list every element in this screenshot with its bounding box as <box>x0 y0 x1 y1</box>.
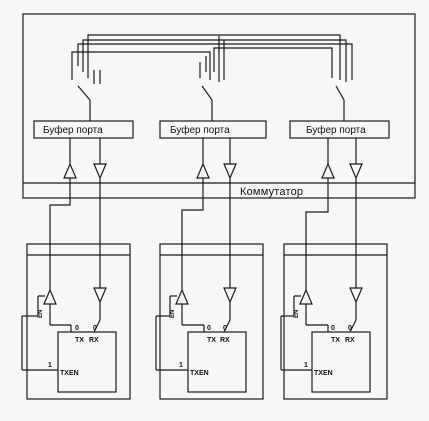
station3-rx-driver <box>349 287 363 304</box>
port3-rx-in-driver <box>321 162 335 179</box>
station3-en-label: EN <box>294 310 300 318</box>
station2-txen-label: TXEN <box>190 370 209 377</box>
station3-rx-zero: 0 <box>348 325 352 332</box>
station2-en-label: EN <box>170 310 176 318</box>
port3-tx-out-driver <box>349 163 363 180</box>
port2-rx-in-driver <box>196 162 210 179</box>
station2-mac-block <box>187 331 247 393</box>
station1-rx-label: RX <box>89 337 99 344</box>
station3-rx-label: RX <box>345 337 355 344</box>
station2-tx-driver <box>175 288 189 305</box>
station1-rx-driver <box>93 287 107 304</box>
station1-mac-block <box>57 331 117 393</box>
station1-txen-label: TXEN <box>60 370 79 377</box>
station1-tx-label: TX <box>75 337 84 344</box>
port1-tx-out-driver <box>93 163 107 180</box>
port1-drivers <box>63 138 107 180</box>
station2-rx-zero: 0 <box>223 325 227 332</box>
port-buffer-2-label: Буфер порта <box>170 124 230 136</box>
port1-switch-contacts <box>71 58 101 121</box>
station2-tx-zero: 0 <box>207 325 211 332</box>
port-buffer-1-label: Буфер порта <box>43 124 103 136</box>
station3-mac-block <box>311 331 371 393</box>
port2-drivers <box>196 138 237 180</box>
station1-en-label: EN <box>38 310 44 318</box>
switch-enclosure <box>22 13 416 199</box>
port-buffer-2: Буфер порта <box>159 120 267 139</box>
port2-tx-out-driver <box>223 163 237 180</box>
crossbar-bus <box>71 34 353 72</box>
station-2: EN 0 0 TX RX 1 TXEN <box>155 243 264 400</box>
station3-one-label: 1 <box>304 362 308 369</box>
station-3: EN 0 0 TX RX 1 TXEN <box>280 243 388 400</box>
station1-one-label: 1 <box>48 362 52 369</box>
station2-rx-driver <box>223 287 237 304</box>
station3-txen-label: TXEN <box>314 370 333 377</box>
station1-tx-zero: 0 <box>75 325 79 332</box>
port-buffer-3: Буфер порта <box>289 120 390 139</box>
station-1: EN 0 0 TX RX 1 TXEN <box>21 243 131 400</box>
station3-tx-label: TX <box>331 337 340 344</box>
port1-rx-in-driver <box>63 162 77 179</box>
station1-rx-zero: 0 <box>93 325 97 332</box>
station2-rx-label: RX <box>220 337 230 344</box>
switch-label: Коммутатор <box>240 186 303 198</box>
port3-switch-contacts <box>331 66 353 121</box>
station2-tx-label: TX <box>207 337 216 344</box>
station1-tx-driver <box>43 288 57 305</box>
port-buffer-3-label: Буфер порта <box>306 124 366 136</box>
station2-one-label: 1 <box>179 362 183 369</box>
port3-drivers <box>321 138 363 180</box>
station3-tx-driver <box>299 288 313 305</box>
cables <box>49 178 357 290</box>
port-buffer-1: Буфер порта <box>33 120 134 139</box>
port2-switch-contacts <box>199 56 225 121</box>
station3-tx-zero: 0 <box>331 325 335 332</box>
